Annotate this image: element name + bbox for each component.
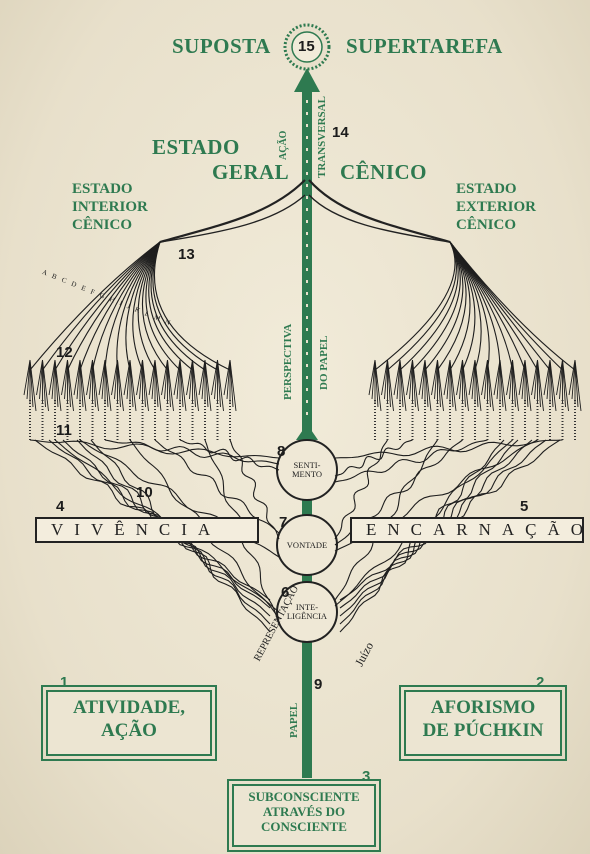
exterior-line3: CÊNICO: [456, 216, 516, 234]
interior-line1: ESTADO: [72, 180, 133, 198]
number-8: 8: [277, 443, 285, 460]
encarnacao-band: ENCARNAÇÃO: [350, 517, 584, 543]
number-2: 2: [536, 674, 544, 691]
suposta-label: SUPOSTA: [172, 34, 271, 59]
vontade-label: VONTADE: [280, 541, 334, 550]
wavy-strand: [335, 440, 488, 482]
nerve-strand: [450, 242, 563, 370]
axis-arrowhead-top: [294, 68, 320, 92]
wavy-strand: [180, 440, 279, 470]
number-13: 13: [178, 246, 195, 263]
supertarefa-label: SUPERTAREFA: [346, 34, 503, 59]
number-10: 10: [136, 484, 153, 501]
axis-arrowhead-middle: [296, 424, 318, 440]
aforismo-puchkin-box: AFORISMO DE PÚCHKIN: [404, 690, 562, 756]
number-15: 15: [298, 38, 315, 55]
number-7: 7: [279, 514, 287, 531]
perspectiva-vertical-label: PERSPECTIVA: [282, 324, 294, 400]
exterior-line1: ESTADO: [456, 180, 517, 198]
nerve-strand: [450, 242, 575, 370]
number-5: 5: [520, 498, 528, 515]
number-9: 9: [314, 676, 322, 693]
subconsciente-box: SUBCONSCIENTE ATRAVÉS DO CONSCIENTE: [232, 784, 376, 847]
cenico-label: CÊNICO: [340, 160, 427, 185]
left-converging-line: [160, 180, 305, 242]
acao-vertical-label: AÇÃO: [278, 131, 289, 160]
number-3: 3: [362, 768, 370, 785]
vivencia-band: VIVÊNCIA: [35, 517, 259, 543]
sentimento-label: SENTI- MENTO: [284, 461, 330, 479]
transversal-vertical-label: TRANSVERSAL: [316, 96, 328, 178]
atividade-acao-box: ATIVIDADE, AÇÃO: [46, 690, 212, 756]
interior-line2: INTERIOR: [72, 198, 148, 216]
nerve-strand: [450, 242, 470, 370]
geral-label: GERAL: [212, 160, 289, 185]
nerve-strand: [375, 242, 455, 370]
do-papel-vertical-label: DO PAPEL: [318, 336, 330, 391]
number-14: 14: [332, 124, 349, 141]
estado-label: ESTADO: [152, 135, 240, 160]
interior-line3: CÊNICO: [72, 216, 132, 234]
papel-vertical-label: PAPEL: [288, 703, 300, 738]
number-11: 11: [56, 422, 72, 439]
number-12: 12: [56, 344, 73, 361]
number-4: 4: [56, 498, 64, 515]
exterior-line2: EXTERIOR: [456, 198, 536, 216]
number-1: 1: [60, 674, 68, 691]
